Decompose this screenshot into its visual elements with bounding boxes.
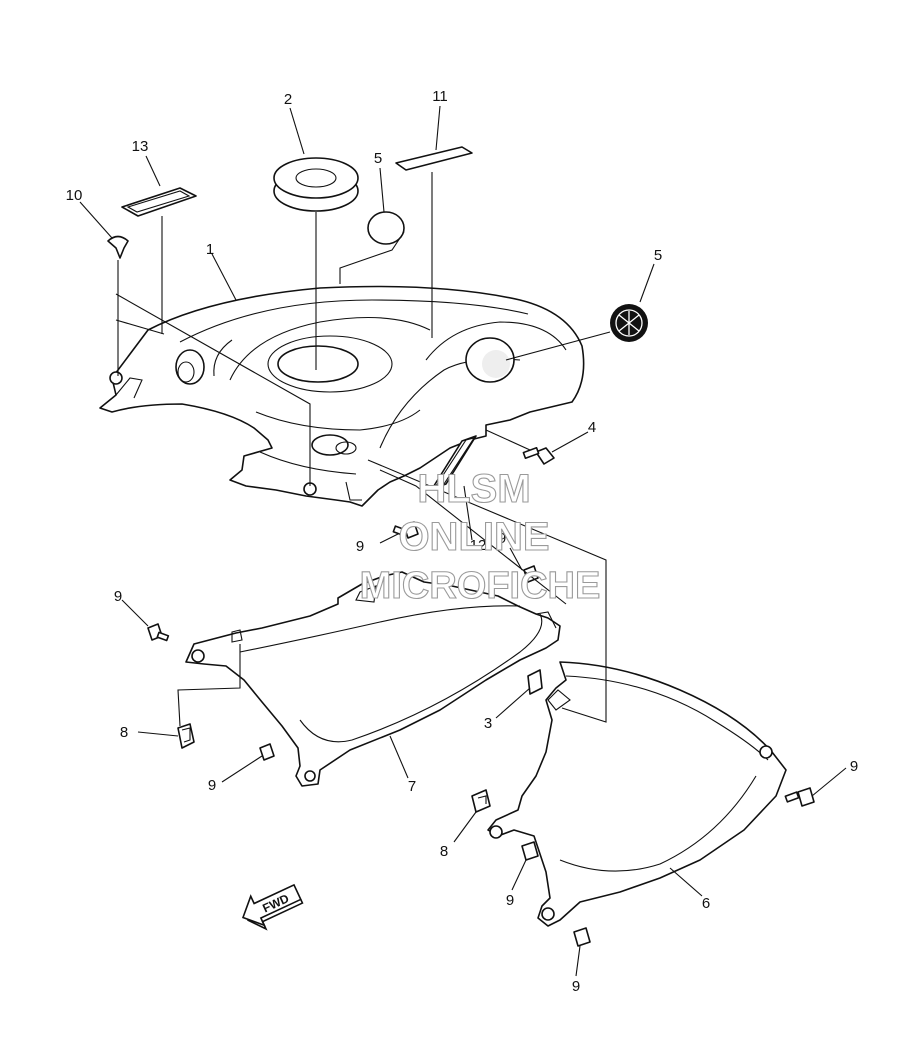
part-9-bolt-f xyxy=(784,787,815,807)
callout-9e: 9 xyxy=(506,892,514,909)
part-9-bolt-a xyxy=(392,521,419,539)
part-4-bolt xyxy=(522,446,555,465)
part-11-label xyxy=(395,146,473,171)
callout-8a: 8 xyxy=(120,724,128,741)
callout-5b: 5 xyxy=(654,247,662,264)
callout-2: 2 xyxy=(284,91,292,108)
part-8-nut-right xyxy=(471,789,491,813)
watermark: HLSM ONLINE MICROFICHE xyxy=(359,466,601,607)
part-13-pad xyxy=(121,187,197,217)
callout-4: 4 xyxy=(588,419,596,436)
watermark-line-1: HLSM xyxy=(417,467,530,511)
callout-13: 13 xyxy=(132,138,149,155)
callout-9b: 9 xyxy=(498,530,506,547)
watermark-line-3: MICROFICHE xyxy=(360,565,601,607)
callout-1: 1 xyxy=(206,241,214,258)
callout-8b: 8 xyxy=(440,843,448,860)
callout-9d: 9 xyxy=(208,777,216,794)
part-9-bolt-e xyxy=(521,841,539,861)
part-9-bolt-c xyxy=(147,623,170,642)
callout-6: 6 xyxy=(702,895,710,912)
part-12-pad xyxy=(431,435,477,490)
part-10-clip xyxy=(107,235,129,259)
fwd-direction-arrow: FWD xyxy=(241,883,304,931)
part-9-bolt-g xyxy=(573,927,591,947)
part-2-grommet xyxy=(273,157,359,212)
callout-11: 11 xyxy=(432,88,448,105)
callout-9a: 9 xyxy=(356,538,364,555)
part-5-emblem-upper xyxy=(367,211,405,245)
part-7-left-side-cover xyxy=(185,571,561,787)
watermark-line-2: ONLINE xyxy=(398,515,549,559)
part-9-bolt-b xyxy=(523,565,539,583)
part-1-tank-cover xyxy=(99,285,585,507)
callout-3: 3 xyxy=(484,715,492,732)
leader-lines xyxy=(79,105,847,977)
callout-10: 10 xyxy=(66,187,83,204)
part-8-nut-left xyxy=(177,723,195,749)
callouts: 1 2 3 4 5 5 6 7 8 8 9 9 9 9 9 9 9 10 11 … xyxy=(66,88,859,995)
part-6-right-side-cover xyxy=(487,661,787,927)
part-5-emblem-logo xyxy=(610,304,648,342)
callout-7: 7 xyxy=(408,778,416,795)
callout-9c: 9 xyxy=(114,588,122,605)
callout-9f: 9 xyxy=(850,758,858,775)
part-3-clip xyxy=(527,669,543,695)
callout-12: 12 xyxy=(470,537,487,554)
callout-5a: 5 xyxy=(374,150,382,167)
part-9-bolt-d xyxy=(259,743,275,761)
callout-9g: 9 xyxy=(572,978,580,995)
